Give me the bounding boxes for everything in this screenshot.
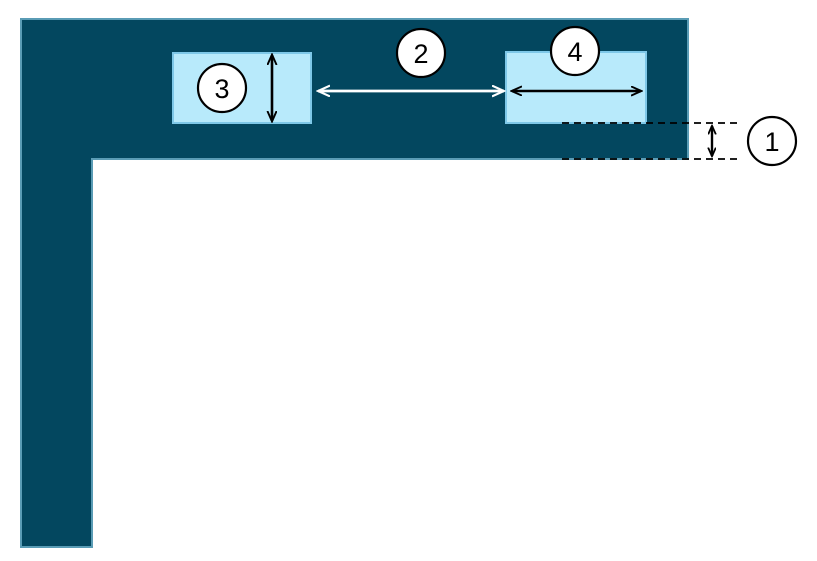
callout-2[interactable]: 2 <box>395 27 447 79</box>
callout-3-label: 3 <box>214 74 229 104</box>
callout-1[interactable]: 1 <box>746 115 798 167</box>
callout-4[interactable]: 4 <box>549 25 601 77</box>
callout-3[interactable]: 3 <box>196 62 248 114</box>
wall-body-path <box>20 18 689 548</box>
callout-1-label: 1 <box>764 127 779 157</box>
callout-3-circle[interactable] <box>196 62 248 114</box>
callout-2-label: 2 <box>413 39 428 69</box>
wall-shape <box>20 18 689 548</box>
callout-1-circle[interactable] <box>746 115 798 167</box>
callout-2-circle[interactable] <box>395 27 447 79</box>
callout-4-label: 4 <box>567 37 582 67</box>
dimension-1-extension-lines <box>562 122 742 160</box>
callout-4-circle[interactable] <box>549 25 601 77</box>
